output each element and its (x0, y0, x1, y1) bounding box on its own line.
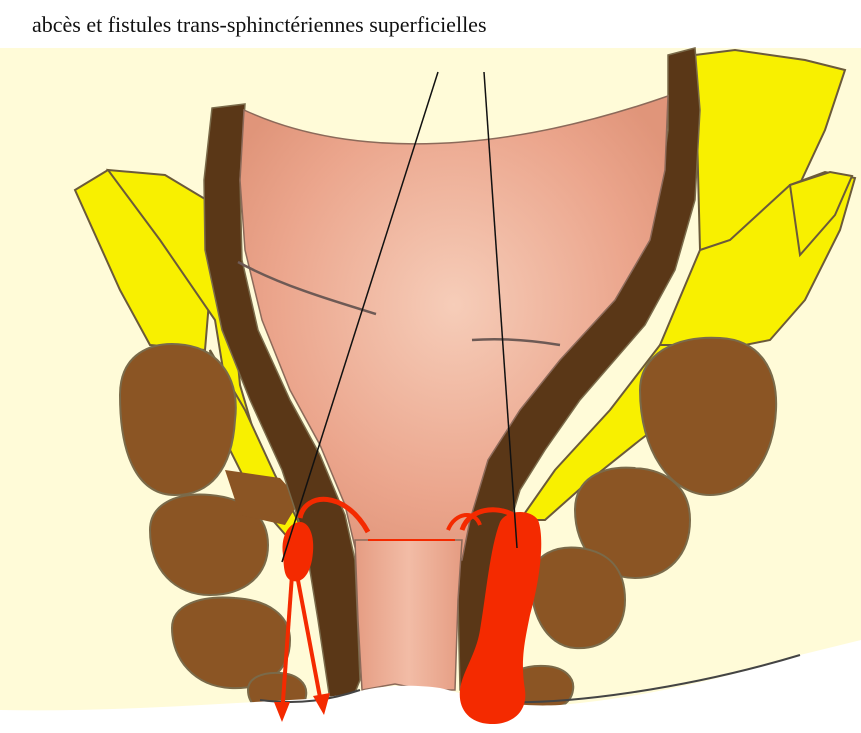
diagram-title: abcès et fistules trans-sphinctériennes … (32, 12, 487, 38)
anal-canal (355, 540, 462, 690)
